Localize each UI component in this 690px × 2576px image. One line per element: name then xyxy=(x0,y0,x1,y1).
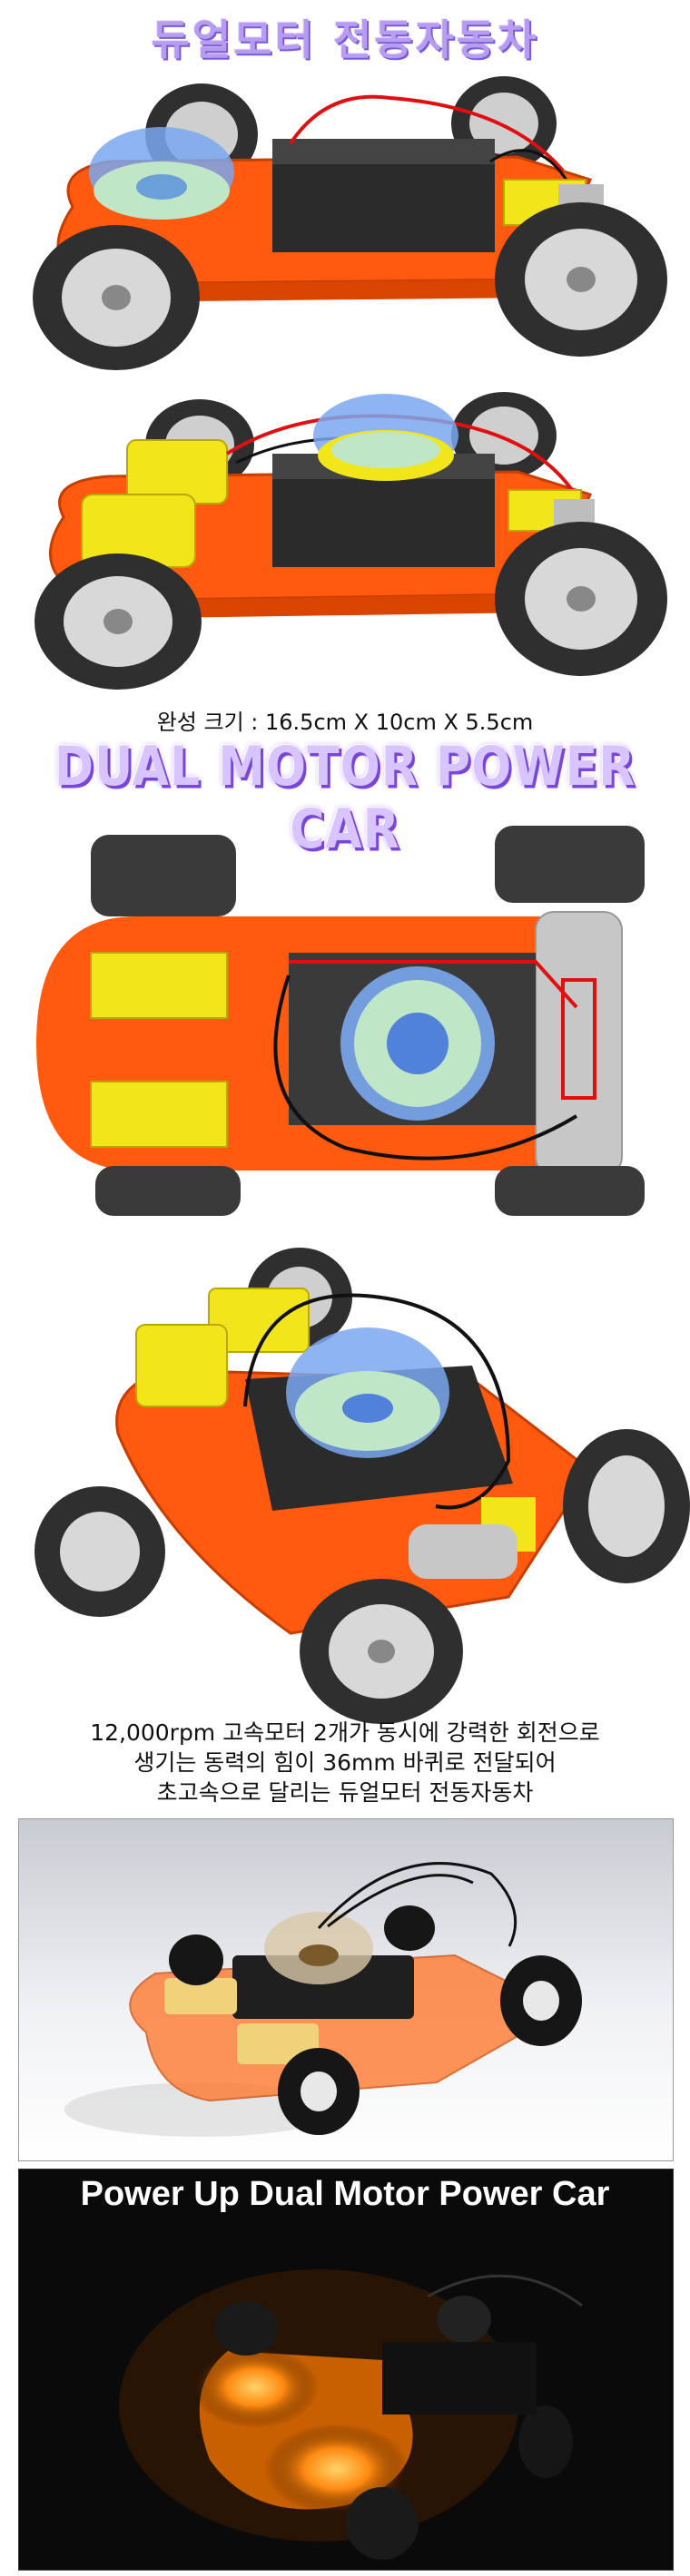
car-render-1 xyxy=(0,71,690,370)
description-block: 12,000rpm 고속모터 2개가 동시에 강력한 회전으로 생기는 동력의 … xyxy=(0,1718,690,1807)
car-render-3-illustration xyxy=(34,1248,690,1724)
product-photo-daylight xyxy=(18,1818,674,2161)
car-render-2 xyxy=(0,390,690,690)
product-photo-night xyxy=(18,2169,674,2571)
english-title: DUAL MOTOR POWER CAR xyxy=(54,736,636,861)
product-photo-daylight-illustration xyxy=(64,1862,582,2137)
car-render-1-illustration xyxy=(33,76,667,370)
size-caption: 완성 크기 : 16.5cm X 10cm X 5.5cm xyxy=(156,710,534,735)
car-render-3 xyxy=(0,1243,690,1724)
power-up-banner: Power Up Dual Motor Power Car xyxy=(80,2175,610,2213)
car-top-view xyxy=(0,817,690,1216)
car-top-view-illustration xyxy=(36,826,645,1216)
car-render-2-illustration xyxy=(34,392,667,690)
description-line-3: 초고속으로 달리는 듀얼모터 전동자동차 xyxy=(156,1779,534,1806)
description-line-1: 12,000rpm 고속모터 2개가 동시에 강력한 회전으로 xyxy=(90,1719,600,1746)
description-line-2: 생기는 동력의 힘이 36mm 바퀴로 전달되어 xyxy=(133,1749,557,1776)
korean-title: 듀얼모터 전동자동차 xyxy=(151,15,539,64)
product-photo-night-illustration xyxy=(119,2269,583,2560)
